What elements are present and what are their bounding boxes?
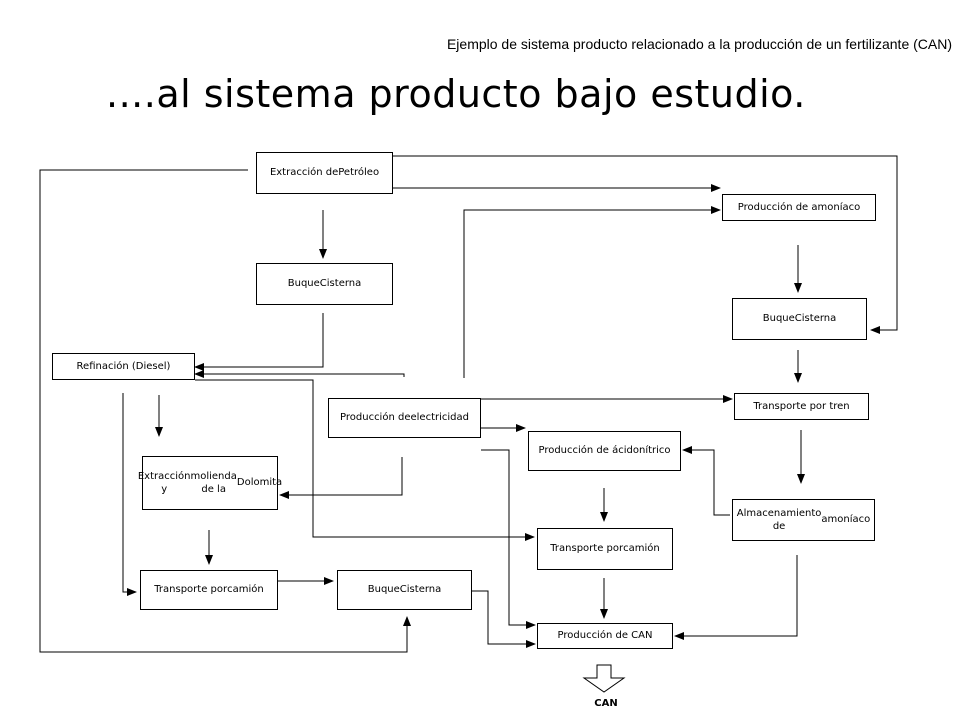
slide-title: ....al sistema producto bajo estudio. [106, 72, 806, 116]
arrow-electricidad-refinacion [194, 370, 405, 378]
arrow-refinacion-camion2 [195, 379, 535, 541]
arrow-buque3-can [472, 590, 536, 648]
node-extraccion-dolomita: Extracción y molienda de la Dolomita [138, 456, 282, 510]
arrow-petroleo-buque2 [393, 155, 898, 334]
node-transporte-tren: Transporte por tren [734, 393, 869, 420]
output-label: CAN [594, 698, 618, 709]
node-buque-cisterna-1: Buque Cisterna [256, 263, 393, 305]
node-almacenamiento-amoniaco: Almacenamiento de amoníaco [732, 499, 875, 541]
arrow-petroleo-buque3 [39, 169, 411, 653]
node-extraccion-petroleo: Extracción de Petróleo [256, 152, 393, 194]
node-transporte-camion-2: Transporte por camión [537, 528, 673, 570]
node-produccion-can: Producción de CAN [537, 623, 673, 649]
arrow-electricidad-amoniaco [463, 206, 721, 378]
node-produccion-amoniaco: Producción de amoníaco [722, 194, 876, 221]
node-buque-cisterna-2: Buque Cisterna [732, 298, 867, 340]
arrow-electricidad-dolomita [279, 457, 403, 499]
node-buque-cisterna-3: Buque Cisterna [337, 570, 472, 610]
header-note: Ejemplo de sistema producto relacionado … [446, 36, 952, 52]
arrow-buque1-refinacion [194, 313, 324, 371]
arrow-almacenamiento-can [674, 555, 798, 640]
node-refinacion: Refinación (Diesel) [52, 353, 195, 380]
node-transporte-camion-1: Transporte por camión [140, 570, 278, 610]
arrow-almacenamiento-acido [682, 446, 730, 516]
node-produccion-acido-nitrico: Producción de ácido nítrico [528, 431, 681, 471]
arrow-refinacion-camion1 [122, 393, 137, 596]
output-arrow-icon [582, 664, 626, 693]
node-produccion-electricidad: Producción de electricidad [328, 398, 481, 438]
